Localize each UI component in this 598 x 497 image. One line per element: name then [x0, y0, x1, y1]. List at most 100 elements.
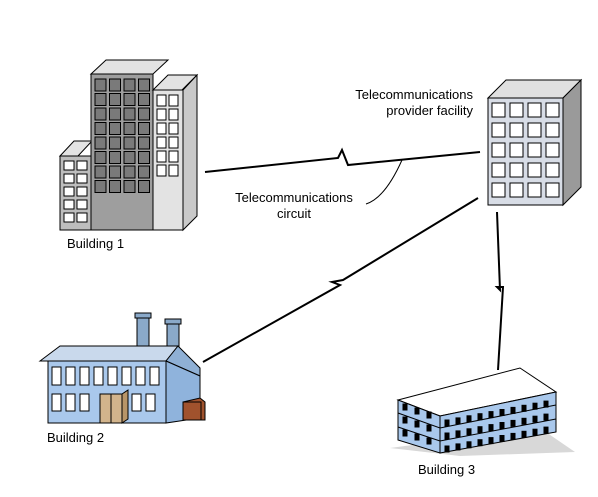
window	[94, 180, 107, 193]
window	[156, 150, 167, 163]
window	[109, 136, 121, 150]
window	[123, 122, 136, 135]
window	[76, 212, 88, 223]
window	[510, 419, 516, 427]
window	[109, 93, 121, 106]
window	[94, 122, 107, 135]
window	[138, 93, 150, 106]
window	[477, 439, 483, 447]
window	[521, 404, 527, 412]
window	[545, 162, 560, 178]
window	[444, 419, 450, 427]
window	[509, 142, 524, 158]
window	[426, 424, 432, 432]
window	[543, 413, 549, 421]
window	[76, 186, 88, 197]
provider-label-line2: provider facility	[386, 103, 473, 118]
window	[168, 108, 179, 121]
link-building1-provider	[204, 147, 481, 173]
window	[499, 422, 505, 429]
window	[123, 78, 136, 92]
window	[466, 441, 472, 449]
window	[532, 415, 538, 423]
window	[123, 107, 136, 121]
window	[488, 411, 494, 419]
window	[138, 136, 150, 150]
window	[455, 443, 461, 451]
window	[138, 165, 150, 179]
circuit-label-line2: circuit	[277, 206, 311, 221]
window	[76, 173, 88, 184]
provider-label-line1: Telecommunications	[355, 87, 473, 102]
window	[94, 151, 107, 164]
window	[156, 122, 167, 135]
window	[532, 428, 538, 436]
window	[545, 122, 560, 138]
window	[168, 164, 179, 177]
window	[527, 122, 542, 138]
window	[491, 142, 506, 158]
circuit-callout-line	[365, 159, 403, 205]
window	[94, 136, 107, 150]
window	[51, 366, 62, 386]
window	[63, 160, 75, 171]
building-3-label: Building 3	[418, 462, 476, 477]
provider-facility-label: Telecommunications provider facility	[330, 87, 473, 119]
window	[466, 428, 472, 436]
window	[109, 165, 121, 179]
window	[156, 164, 167, 177]
window	[499, 435, 505, 442]
window	[94, 93, 107, 106]
window	[414, 407, 420, 415]
window	[402, 429, 408, 437]
window	[444, 432, 450, 440]
window	[63, 199, 75, 210]
window	[63, 186, 75, 197]
window	[123, 151, 136, 164]
window	[545, 182, 560, 198]
window	[131, 393, 142, 412]
window	[510, 432, 516, 440]
window	[123, 93, 136, 106]
window	[123, 180, 136, 193]
window	[109, 180, 121, 193]
link-building3-provider	[494, 211, 505, 371]
window	[94, 165, 107, 179]
window	[168, 94, 179, 107]
window	[156, 108, 167, 121]
window	[109, 107, 121, 121]
window	[477, 413, 483, 421]
window	[491, 182, 506, 198]
window	[477, 426, 483, 434]
window	[138, 107, 150, 121]
window	[156, 136, 167, 149]
window	[545, 142, 560, 158]
window	[168, 136, 179, 149]
window	[521, 417, 527, 425]
window	[466, 415, 472, 423]
window	[63, 212, 75, 223]
window	[138, 122, 150, 135]
window	[488, 437, 494, 445]
window	[149, 366, 160, 386]
window	[527, 102, 542, 118]
window	[426, 437, 432, 445]
building-2-icon	[38, 312, 206, 424]
window	[509, 122, 524, 138]
window	[491, 102, 506, 118]
window	[402, 416, 408, 424]
window	[527, 162, 542, 178]
window	[545, 102, 560, 118]
window	[509, 102, 524, 118]
window	[168, 150, 179, 163]
window	[527, 142, 542, 158]
window	[121, 366, 132, 386]
window	[94, 107, 107, 121]
window	[109, 78, 121, 92]
building-3-icon	[390, 367, 575, 456]
window	[138, 78, 150, 92]
window	[65, 366, 76, 386]
window	[63, 173, 75, 184]
window	[491, 162, 506, 178]
window	[488, 424, 494, 432]
